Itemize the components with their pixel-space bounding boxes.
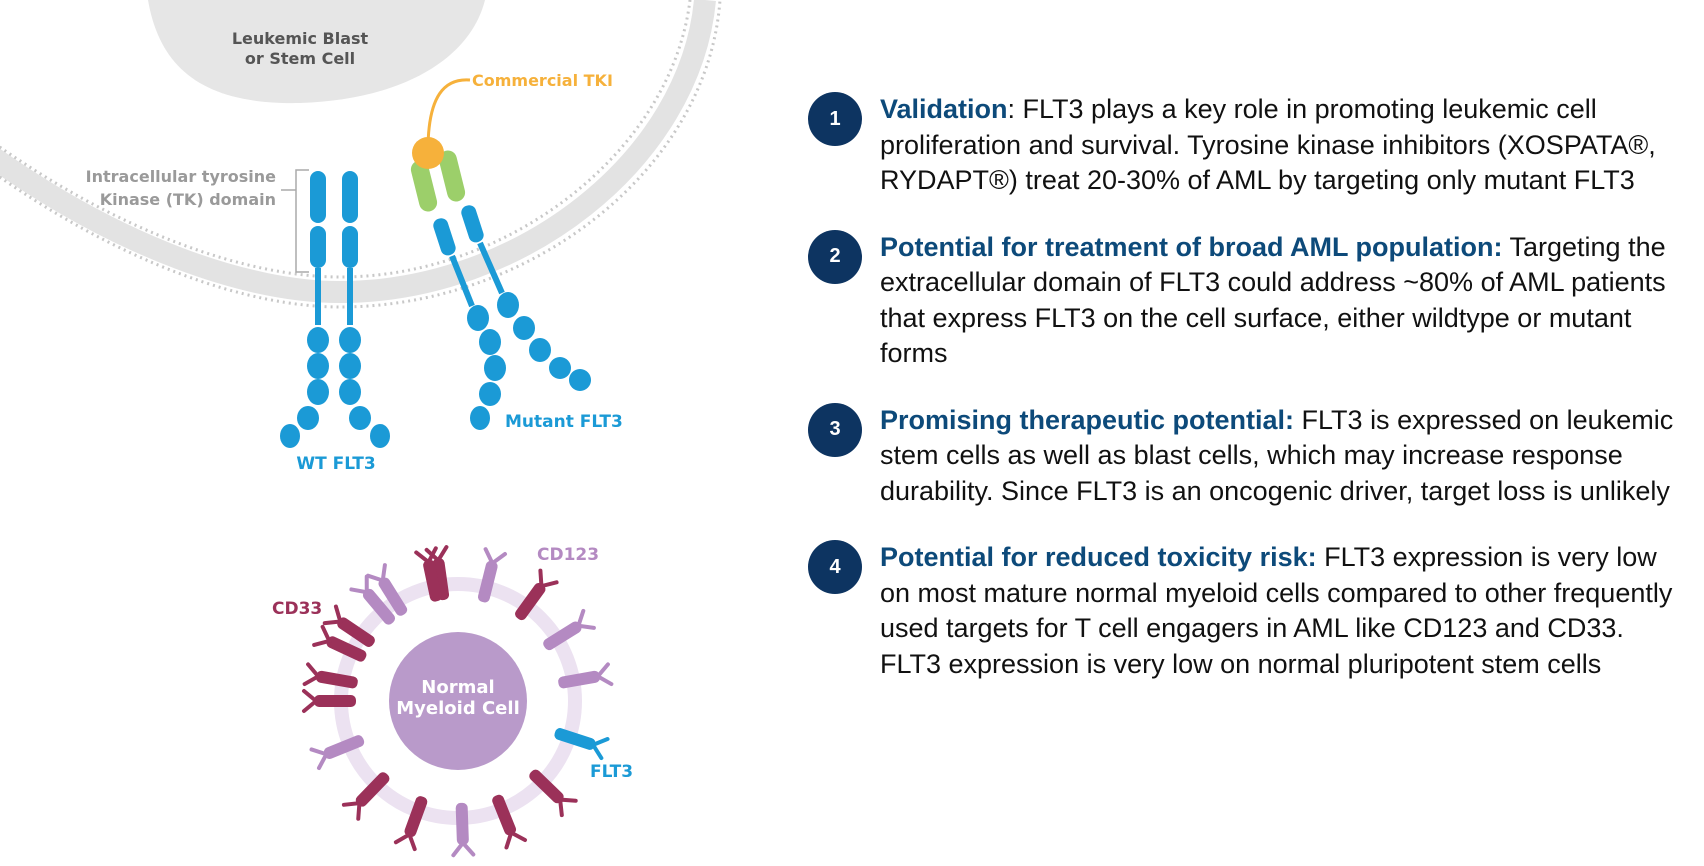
cd123-label: CD123	[537, 545, 599, 565]
myeloid-receptors	[302, 545, 614, 858]
cd33-receptor	[393, 796, 428, 852]
leukemic-cell-blob	[148, 0, 485, 104]
cell-membrane	[0, 0, 716, 304]
cd123-receptor	[309, 735, 365, 771]
point-item: 1 Validation: FLT3 plays a key role in p…	[808, 92, 1688, 199]
point-body: : FLT3 plays a key role in promoting leu…	[880, 94, 1656, 195]
tk-domain-label-line2: Kinase (TK) domain	[100, 190, 276, 209]
cd123-receptor	[451, 802, 476, 858]
cd33-receptor	[492, 794, 528, 850]
cd33-receptor	[302, 689, 356, 713]
point-item: 2 Potential for treatment of broad AML p…	[808, 229, 1688, 372]
mutant-flt3-label: Mutant FLT3	[505, 412, 623, 432]
cd123-receptor	[477, 547, 507, 603]
number-badge: 4	[808, 540, 862, 594]
point-text: Potential for reduced toxicity risk: FLT…	[880, 540, 1688, 682]
cd123-receptor	[558, 662, 614, 689]
cd33-receptor	[529, 769, 578, 818]
point-text: Validation: FLT3 plays a key role in pro…	[880, 92, 1688, 199]
myeloid-cell	[389, 632, 527, 770]
point-body: FLT3 is expressed on leukemic stem cells…	[880, 404, 1674, 506]
tk-domain-bracket	[281, 169, 309, 273]
number-badge: 1	[808, 92, 862, 146]
point-text: Promising therapeutic potential: FLT3 is…	[880, 403, 1688, 510]
number-badge: 3	[808, 402, 862, 457]
cd33-receptor	[302, 662, 358, 689]
flt3-diagram: Leukemic Blast or Stem Cell Intracellula…	[0, 0, 722, 858]
cd33-receptor	[515, 568, 559, 621]
cd33-receptor	[312, 624, 367, 662]
point-body: FLT3 expression is very low on most matu…	[880, 542, 1673, 679]
cd123-receptor	[349, 574, 396, 625]
tki-molecule	[412, 137, 444, 169]
point-body: Targeting the extracellular domain of FL…	[880, 231, 1666, 369]
cd33-receptor	[414, 546, 442, 602]
myeloid-label-line1: Normal	[421, 677, 494, 698]
point-heading: Promising therapeutic potential:	[880, 404, 1295, 435]
number-badge: 2	[808, 229, 862, 284]
mutant-flt3-receptor	[410, 137, 591, 430]
cd33-label: CD33	[272, 599, 322, 619]
point-item: 4 Potential for reduced toxicity risk: F…	[808, 540, 1688, 682]
membrane-outer-dots	[0, 0, 692, 279]
tk-domain-label-line1: Intracellular tyrosine	[86, 167, 276, 186]
point-heading: Potential for reduced toxicity risk:	[880, 542, 1317, 572]
wt-flt3-receptor	[280, 171, 390, 448]
cd33-receptor	[341, 772, 390, 821]
point-heading: Potential for treatment of broad AML pop…	[880, 231, 1503, 262]
wt-flt3-label: WT FLT3	[296, 454, 375, 474]
membrane-inner-dots	[0, 0, 722, 309]
point-heading: Validation	[880, 94, 1008, 124]
flt3-label: FLT3	[590, 762, 633, 782]
cd123-receptor	[365, 563, 408, 616]
point-text: Potential for treatment of broad AML pop…	[880, 230, 1688, 372]
flt3-receptor	[554, 728, 610, 761]
cell-label-line1: Leukemic Blast	[232, 29, 369, 48]
cd33-receptor	[322, 604, 375, 647]
point-item: 3 Promising therapeutic potential: FLT3 …	[808, 402, 1688, 510]
myeloid-label-line2: Myeloid Cell	[396, 698, 519, 719]
tki-connector-line	[426, 78, 471, 151]
cell-label-line2: or Stem Cell	[245, 49, 355, 68]
tki-label: Commercial TKI	[472, 71, 613, 90]
points-list: 1 Validation: FLT3 plays a key role in p…	[808, 92, 1688, 713]
cd123-receptor	[543, 608, 596, 651]
